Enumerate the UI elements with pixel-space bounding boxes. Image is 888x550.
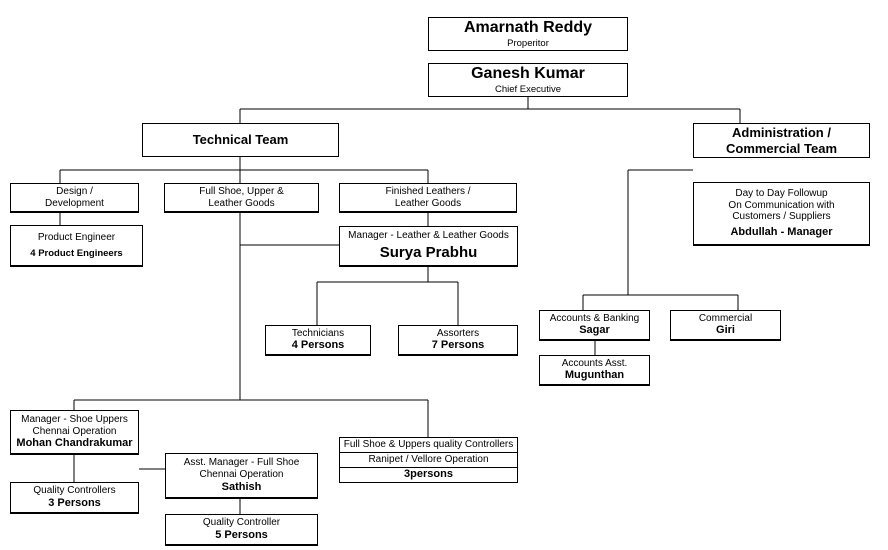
technicians-count: 4 Persons <box>291 339 345 352</box>
assorters-box: Assorters 7 Persons <box>398 325 518 356</box>
proprietor-box: Amarnath Reddy Properitor <box>428 17 628 51</box>
followup-line1: Day to Day Followup <box>735 187 828 199</box>
technical-team-box: Technical Team <box>142 123 339 157</box>
product-engineer-title: Product Engineer <box>37 231 116 243</box>
shoe-manager-box: Manager - Shoe Uppers Chennai Operation … <box>10 410 139 455</box>
commercial-box: Commercial Giri <box>670 310 781 341</box>
accounts-title: Accounts & Banking <box>549 312 640 324</box>
accounts-asst-name: Mugunthan <box>564 369 625 382</box>
product-engineer-count: 4 Product Engineers <box>30 248 123 260</box>
full-shoe-line1: Full Shoe, Upper & <box>199 185 284 197</box>
full-shoe-box: Full Shoe, Upper & Leather Goods <box>164 183 319 213</box>
design-line2: Development <box>45 197 104 209</box>
assorters-count: 7 Persons <box>431 339 485 352</box>
design-box: Design / Development <box>10 183 139 213</box>
shoe-manager-line1: Manager - Shoe Uppers <box>21 413 128 425</box>
asst-manager-line1: Asst. Manager - Full Shoe <box>183 457 300 469</box>
followup-line3: Customers / Suppliers <box>732 211 831 223</box>
shoe-manager-name: Mohan Chandrakumar <box>16 437 133 450</box>
finished-leathers-line1: Finished Leathers / <box>385 185 471 197</box>
admin-team-line1: Administration / <box>732 125 831 141</box>
commercial-title: Commercial <box>698 312 753 324</box>
followup-name: Abdullah - Manager <box>730 226 833 239</box>
qc-ranipet-line2: Ranipet / Vellore Operation <box>340 453 517 468</box>
qc-ranipet-count: 3persons <box>404 467 453 480</box>
qc-ranipet-line1: Full Shoe & Uppers quality Controllers <box>340 439 517 454</box>
ceo-name: Ganesh Kumar <box>471 64 585 82</box>
finished-leathers-line2: Leather Goods <box>394 197 462 209</box>
followup-box: Day to Day Followup On Communication wit… <box>693 182 870 246</box>
proprietor-name: Amarnath Reddy <box>463 18 593 36</box>
admin-team-box: Administration / Commercial Team <box>693 123 870 158</box>
qc-five-box: Quality Controller 5 Persons <box>165 514 318 546</box>
qc-three-box: Quality Controllers 3 Persons <box>10 482 139 514</box>
shoe-manager-line2: Chennai Operation <box>32 425 117 437</box>
finished-leathers-box: Finished Leathers / Leather Goods <box>339 183 517 213</box>
technicians-title: Technicians <box>291 327 345 339</box>
asst-manager-line2: Chennai Operation <box>199 469 284 481</box>
accounts-asst-title: Accounts Asst. <box>561 357 628 369</box>
qc-three-title: Quality Controllers <box>33 485 116 497</box>
leather-manager-title: Manager - Leather & Leather Goods <box>348 230 509 242</box>
asst-manager-box: Asst. Manager - Full Shoe Chennai Operat… <box>165 453 318 499</box>
qc-five-title: Quality Controller <box>202 517 281 529</box>
accounts-box: Accounts & Banking Sagar <box>539 310 650 341</box>
commercial-name: Giri <box>716 324 735 337</box>
ceo-title: Chief Executive <box>494 83 561 95</box>
followup-line2: On Communication with <box>728 199 835 211</box>
assorters-title: Assorters <box>436 327 480 339</box>
technical-team-label: Technical Team <box>192 132 289 148</box>
ceo-box: Ganesh Kumar Chief Executive <box>428 63 628 97</box>
technicians-box: Technicians 4 Persons <box>265 325 371 356</box>
full-shoe-line2: Leather Goods <box>208 197 275 209</box>
leather-manager-name: Surya Prabhu <box>379 244 478 262</box>
product-engineer-box: Product Engineer 4 Product Engineers <box>10 225 143 267</box>
admin-team-line2: Commercial Team <box>725 140 838 156</box>
design-line1: Design / <box>56 185 93 197</box>
asst-manager-name: Sathish <box>221 480 262 493</box>
leather-manager-box: Manager - Leather & Leather Goods Surya … <box>339 226 518 267</box>
qc-three-count: 3 Persons <box>48 496 101 509</box>
qc-five-count: 5 Persons <box>215 528 268 541</box>
accounts-asst-box: Accounts Asst. Mugunthan <box>539 355 650 386</box>
accounts-name: Sagar <box>579 324 610 337</box>
proprietor-title: Properitor <box>507 37 549 49</box>
qc-ranipet-box: Full Shoe & Uppers quality Controllers R… <box>339 437 518 483</box>
